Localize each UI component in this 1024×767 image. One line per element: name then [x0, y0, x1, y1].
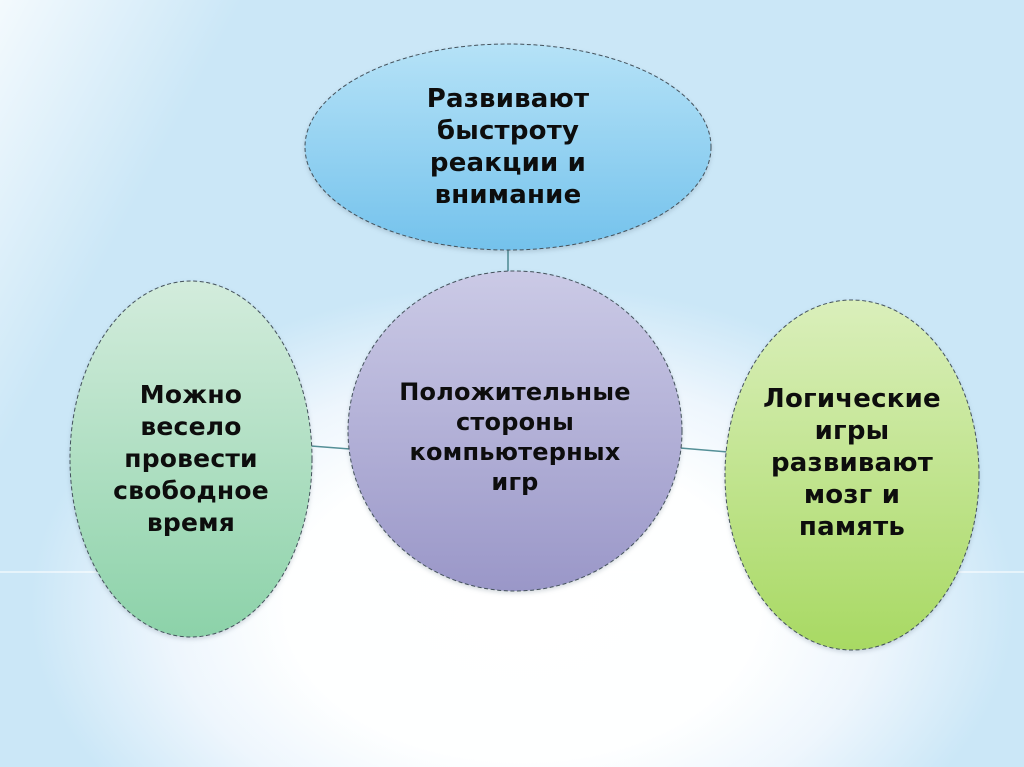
node-top-ellipse — [304, 43, 712, 251]
node-left-ellipse — [69, 280, 313, 638]
connector-center-right — [679, 447, 729, 453]
node-right-ellipse — [724, 299, 980, 651]
node-center-ellipse — [347, 270, 683, 592]
connector-left-center — [310, 445, 351, 450]
